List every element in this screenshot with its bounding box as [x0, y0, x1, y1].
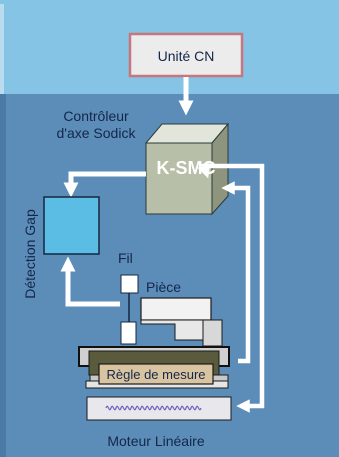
scale-box	[98, 363, 214, 385]
lower-wire-guide	[120, 321, 137, 345]
gap-detection-box	[43, 196, 100, 255]
linear-motor	[86, 396, 232, 421]
controller-front-face	[145, 142, 213, 215]
linear-motor-label: Moteur Linéaire	[107, 433, 204, 449]
upper-wire-guide	[120, 274, 139, 294]
arrow-controller-to-gap	[63, 171, 146, 198]
main-panel-edge	[0, 94, 6, 457]
controller-block	[144, 122, 230, 216]
cn-unit-box	[128, 32, 244, 78]
wire-label: Fil	[118, 250, 133, 266]
workpiece-label: Pièce	[146, 279, 181, 295]
gap-detection-label: Détection Gap	[22, 209, 38, 299]
arrow-wire-to-gap	[60, 256, 120, 307]
workpiece-block	[140, 297, 212, 321]
feedback-lines	[197, 163, 265, 413]
scale-loop	[221, 181, 251, 364]
scale-label: Règle de mesure	[107, 367, 206, 382]
controller-model-label: K-SMC	[157, 158, 216, 178]
motor-loop	[197, 163, 265, 413]
controller-label-line1: Contrôleur	[63, 108, 129, 124]
top-band-edge	[0, 4, 4, 94]
controller-label-line2: d'axe Sodick	[57, 125, 137, 141]
workpiece-assembly	[140, 297, 223, 347]
cn-unit-label: Unité CN	[158, 48, 215, 64]
motor-coil	[105, 405, 202, 411]
workpiece-clamp	[202, 319, 223, 347]
